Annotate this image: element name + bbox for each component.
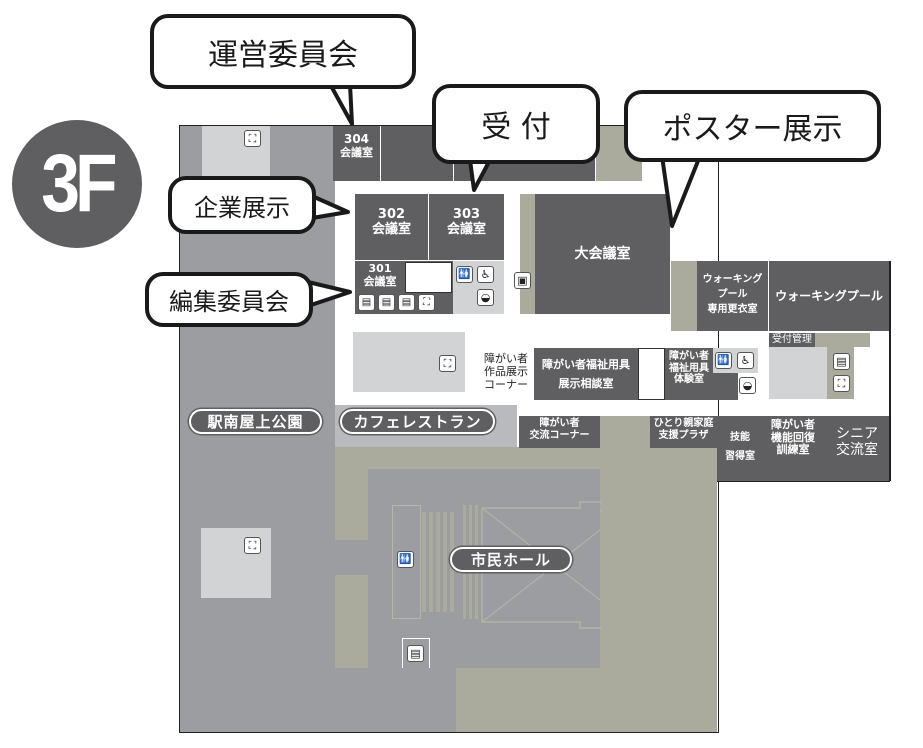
label-park: 駅南屋上公園 <box>189 409 322 434</box>
callout-uketsuke: 受 付 <box>432 84 600 164</box>
room-fukushi-soudan[interactable] <box>534 348 638 400</box>
callout-henshu: 編集委員会 <box>145 272 313 327</box>
room-303[interactable] <box>429 194 504 260</box>
room-301-white-box <box>405 262 452 293</box>
room-fukushi-taiken[interactable] <box>665 348 713 400</box>
elevator-icon: ▤ <box>378 294 395 311</box>
stairs-icon: ⛶ <box>439 355 456 372</box>
kanri-khaki <box>815 333 870 347</box>
restroom-icon: 🚻 <box>456 266 473 283</box>
elevator-icon: ▤ <box>407 645 424 662</box>
hall-stage-outline <box>392 505 421 619</box>
room-walking-locker[interactable] <box>697 261 768 331</box>
callout-henshu-text: 編集委員会 <box>169 288 289 316</box>
label-hall: 市民ホール <box>450 547 572 572</box>
white-box <box>638 348 665 400</box>
room-hitori-oya-label: ひとり親家庭支援プラザ <box>653 418 714 441</box>
callout-kigyo-text: 企業展示 <box>194 193 290 222</box>
uketsuke-kanri: 受付管理 <box>769 333 815 347</box>
dark-small <box>713 373 738 400</box>
callout-kigyo: 企業展示 <box>168 176 316 234</box>
room-walking-locker-label: ウォーキングプール専用更衣室 <box>702 274 763 315</box>
room-koryu-corner-label: 障がい者交流コーナー <box>529 418 590 441</box>
khaki-bottom <box>456 668 717 732</box>
nursing-room-icon: ◒ <box>739 377 756 394</box>
floor-badge: 3F <box>12 120 142 248</box>
room-daikaigi[interactable] <box>535 194 670 314</box>
callout-uketsuke-text: 受 付 <box>481 110 551 145</box>
callout-unei: 運営委員会 <box>150 14 416 89</box>
room-right-block <box>717 416 889 481</box>
room-daikaigi-label: 大会議室 <box>574 246 631 262</box>
accessible-icon: ♿ <box>477 266 494 283</box>
stairs-icon: ⛶ <box>833 375 850 392</box>
room-gino-label: 技能習得室 <box>725 432 755 462</box>
hall-steps-a <box>422 512 454 612</box>
khaki-left-col-a <box>335 469 368 540</box>
room-hitori-oya[interactable] <box>650 416 717 448</box>
room-fukushi-taiken-label: 障がい者福祉用具体験室 <box>669 351 709 385</box>
room-walking-pool[interactable] <box>769 261 889 331</box>
kanri-area <box>769 347 827 399</box>
elevator-frame <box>402 638 430 668</box>
nursing-room-icon: ◒ <box>477 289 494 306</box>
callout-poster-text: ポスター展示 <box>662 112 843 147</box>
room-fukushi-soudan-label: 障がい者福祉用具展示相談室 <box>542 358 630 390</box>
daikaigi-side <box>520 194 535 314</box>
restroom-icon: 🚻 <box>397 551 414 568</box>
elevator-icon: ▤ <box>833 353 850 370</box>
stairs-icon: ⛶ <box>244 130 261 147</box>
callout-unei-text: 運営委員会 <box>208 37 358 73</box>
accessible-icon: ♿ <box>737 352 754 369</box>
label-cafe: カフェレストラン <box>340 409 495 434</box>
sakuhin-label: 障がい者作品展示コーナー <box>484 352 528 392</box>
room-kino-kaifuku-label: 障がい者機能回復訓練室 <box>771 418 815 457</box>
room-koryu-corner[interactable] <box>519 416 600 448</box>
elevator-icon: ▤ <box>398 294 415 311</box>
callout-poster: ポスター展示 <box>624 90 881 162</box>
khaki-left-col-b <box>335 575 368 668</box>
room-senior-label: シニア交流室 <box>836 426 878 459</box>
floor-label: 3F <box>41 138 117 229</box>
room-302[interactable] <box>355 194 428 260</box>
elevator-icon: ▤ <box>358 294 375 311</box>
stairs-icon: ⛶ <box>244 537 261 554</box>
room-walking-pool-label: ウォーキングプール <box>775 289 883 303</box>
restroom-icon: 🚻 <box>715 352 732 369</box>
stairs-icon: ⛶ <box>418 294 435 311</box>
info-icon: ▣ <box>514 272 531 289</box>
walking-side <box>671 261 697 331</box>
room-304[interactable] <box>333 126 380 181</box>
